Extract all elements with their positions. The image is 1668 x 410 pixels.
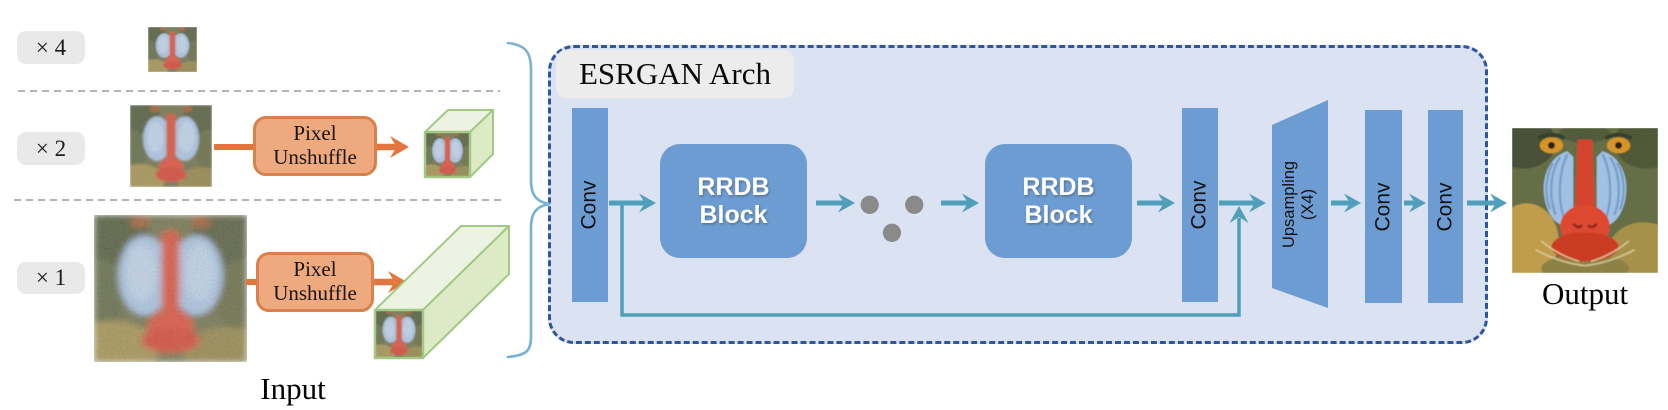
input-brace — [506, 41, 551, 359]
pixel-unshuffle-label-line2: Unshuffle — [273, 145, 357, 169]
upsampling-label-line2: (X4) — [1300, 188, 1318, 220]
mandrill-image-x4 — [148, 27, 197, 72]
rrdb-label-line2: Block — [699, 201, 768, 229]
orange-arrow — [374, 271, 407, 293]
pixel-unshuffle-box-x2: Pixel Unshuffle — [253, 116, 377, 176]
pixel-unshuffle-label-line2: Unshuffle — [273, 281, 357, 305]
mandrill-image-x2 — [130, 105, 212, 187]
rrdb-label-line1: RRDB — [697, 172, 770, 201]
scale-badge-label: × 4 — [35, 34, 67, 60]
scale-badge-x2: × 2 — [17, 132, 85, 165]
flow-arrow — [609, 193, 1507, 213]
feature-volume-x1 — [373, 225, 510, 360]
rrdb-block-1: RRDB Block — [660, 144, 807, 258]
rrdb-block-2: RRDB Block — [985, 144, 1132, 258]
conv-label: Conv — [1433, 181, 1457, 232]
pixel-unshuffle-label-line1: Pixel — [293, 257, 337, 282]
scale-badge-label: × 2 — [35, 135, 67, 161]
conv-bar-1: Conv — [572, 108, 608, 302]
upsampling-label: Upsampling (X4) — [1281, 160, 1320, 247]
mandrill-image-cube-face — [425, 132, 470, 177]
rrdb-label-line2: Block — [1024, 201, 1093, 229]
conv-label: Conv — [578, 180, 601, 230]
orange-arrow — [376, 136, 409, 158]
mandrill-image-x1 — [94, 215, 247, 362]
scale-badge-x1: × 1 — [17, 262, 85, 294]
conv-label: Conv — [1371, 181, 1395, 232]
upsampling-block: Upsampling (X4) — [1272, 100, 1328, 308]
scale-badge-x4: × 4 — [17, 31, 85, 64]
conv-bar-3: Conv — [1365, 110, 1402, 303]
mandrill-image-output — [1512, 128, 1658, 273]
mandrill-image-volume-face — [375, 310, 423, 358]
rrdb-label-line1: RRDB — [1022, 172, 1095, 201]
skip-connection-line — [620, 205, 1249, 317]
conv-bar-4: Conv — [1428, 110, 1463, 303]
pixel-unshuffle-box-x1: Pixel Unshuffle — [256, 252, 374, 312]
output-caption: Output — [1541, 276, 1629, 311]
conv-label: Conv — [1188, 180, 1211, 230]
esrgan-arch-title: ESRGAN Arch — [556, 50, 794, 98]
conv-bar-2: Conv — [1182, 108, 1218, 302]
upsampling-label-line1: Upsampling — [1280, 160, 1299, 248]
scale-badge-label: × 1 — [35, 265, 67, 290]
feature-cube-x2 — [423, 109, 494, 179]
ellipsis-dots: ● ● ● — [859, 189, 933, 245]
input-caption: Input — [260, 371, 326, 406]
pixel-unshuffle-label-line1: Pixel — [293, 121, 337, 146]
